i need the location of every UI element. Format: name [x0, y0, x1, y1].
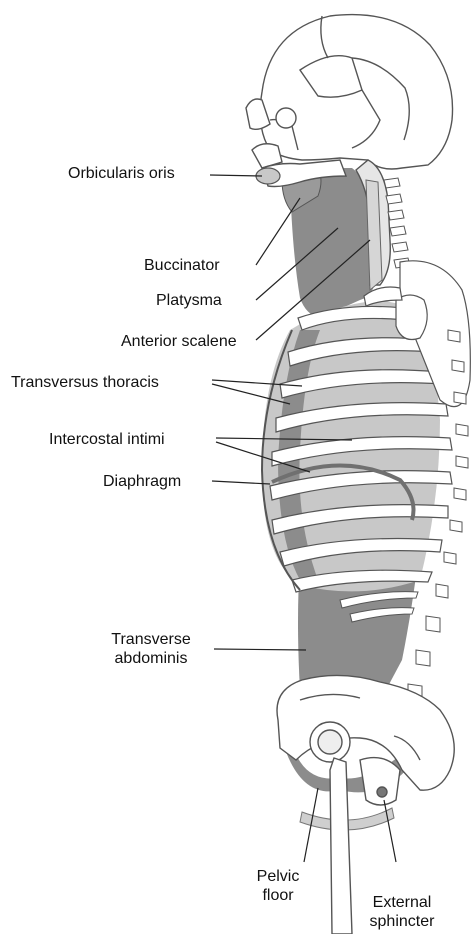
leader-orbicularis-oris [210, 175, 262, 176]
leader-transverse-abdominis [214, 649, 306, 650]
label-pelvic-floor-line1: Pelvic [248, 867, 308, 886]
label-transverse-abdominis-line2: abdominis [96, 649, 206, 668]
label-transverse-abdominis-line1: Transverse [96, 630, 206, 649]
label-pelvic-floor-line2: floor [248, 886, 308, 905]
label-anterior-scalene: Anterior scalene [121, 332, 237, 351]
label-orbicularis-oris: Orbicularis oris [68, 164, 175, 183]
leader-diaphragm [212, 481, 270, 484]
label-buccinator: Buccinator [144, 256, 220, 275]
label-external-sphincter: External sphincter [352, 893, 452, 931]
label-external-sphincter-line1: External [352, 893, 452, 912]
label-platysma: Platysma [156, 291, 222, 310]
label-diaphragm: Diaphragm [103, 472, 181, 491]
label-transverse-abdominis: Transverse abdominis [96, 630, 206, 668]
label-pelvic-floor: Pelvic floor [248, 867, 308, 905]
label-transversus-thoracis: Transversus thoracis [11, 373, 159, 392]
label-external-sphincter-line2: sphincter [352, 912, 452, 931]
label-intercostal-intimi: Intercostal intimi [49, 430, 165, 449]
